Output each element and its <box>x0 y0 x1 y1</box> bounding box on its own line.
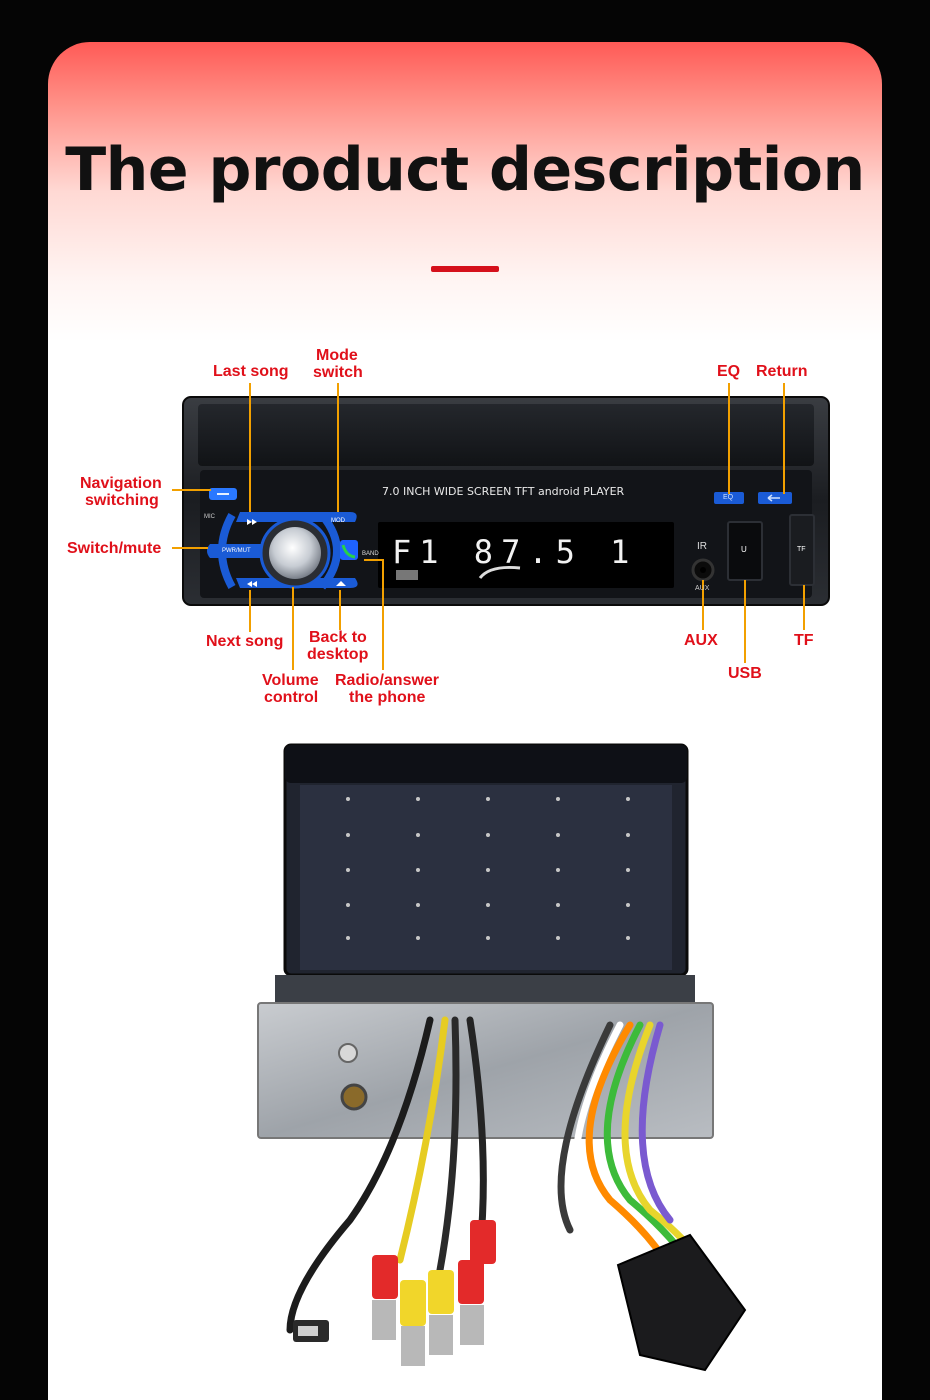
callout-aux: AUX <box>684 632 718 649</box>
page-title: The product description <box>65 135 865 205</box>
motorized-flap <box>198 404 814 466</box>
antenna-socket <box>338 1043 358 1063</box>
callout-volume-line2: control <box>264 689 319 706</box>
screen-caption: 7.0 INCH WIDE SCREEN TFT android PLAYER <box>382 485 625 498</box>
home-icon <box>336 581 346 586</box>
ir-label: IR <box>697 541 707 552</box>
callout-usb: USB <box>728 665 762 682</box>
screen-rivets <box>346 797 630 940</box>
callout-back-desktop-line1: Back to <box>309 629 367 646</box>
callout-eq: EQ <box>717 363 741 380</box>
return-icon <box>767 494 780 502</box>
callout-navigation-line1: Navigation <box>80 475 162 492</box>
antenna-jack <box>340 1083 368 1111</box>
phone-button <box>340 540 358 560</box>
callout-mode-switch-line1: Mode <box>316 347 358 364</box>
callout-radio-line2: the phone <box>349 689 426 706</box>
band-label: BAND <box>362 551 379 557</box>
eq-button-label: EQ <box>723 494 734 501</box>
callout-mode-switch-line2: switch <box>313 364 363 381</box>
usb-label: U <box>741 545 747 554</box>
next-track-icon <box>247 519 257 525</box>
callout-switch-mute: Switch/mute <box>67 540 162 557</box>
callout-last-song: Last song <box>213 363 289 380</box>
chassis-top <box>275 975 695 1005</box>
phone-icon <box>341 544 356 559</box>
iso-connector <box>616 1233 747 1372</box>
pointer-lines <box>172 383 805 670</box>
previous-track-icon <box>247 581 257 587</box>
lcd-readout: F1 87.5 1 <box>392 533 638 571</box>
pwr-mut-label: PWR/MUT <box>222 548 251 554</box>
aux-label: AUX <box>695 585 710 592</box>
callout-radio-line1: Radio/answer <box>335 672 440 689</box>
callout-navigation-line2: switching <box>85 492 159 509</box>
callout-back-desktop-line2: desktop <box>307 646 369 663</box>
title-underline <box>431 266 499 272</box>
rca-plugs <box>372 1220 496 1366</box>
mod-label: MOD <box>331 518 345 524</box>
callout-tf: TF <box>794 632 814 649</box>
eq-button <box>714 492 744 504</box>
volume-knob <box>269 527 321 579</box>
callout-next-song: Next song <box>206 633 284 650</box>
lcd-display <box>378 522 674 588</box>
tf-label: TF <box>797 546 806 553</box>
callout-return: Return <box>756 363 808 380</box>
callout-volume-line1: Volume <box>262 672 319 689</box>
mic-label: MIC <box>204 514 215 520</box>
tf-door <box>789 514 815 586</box>
